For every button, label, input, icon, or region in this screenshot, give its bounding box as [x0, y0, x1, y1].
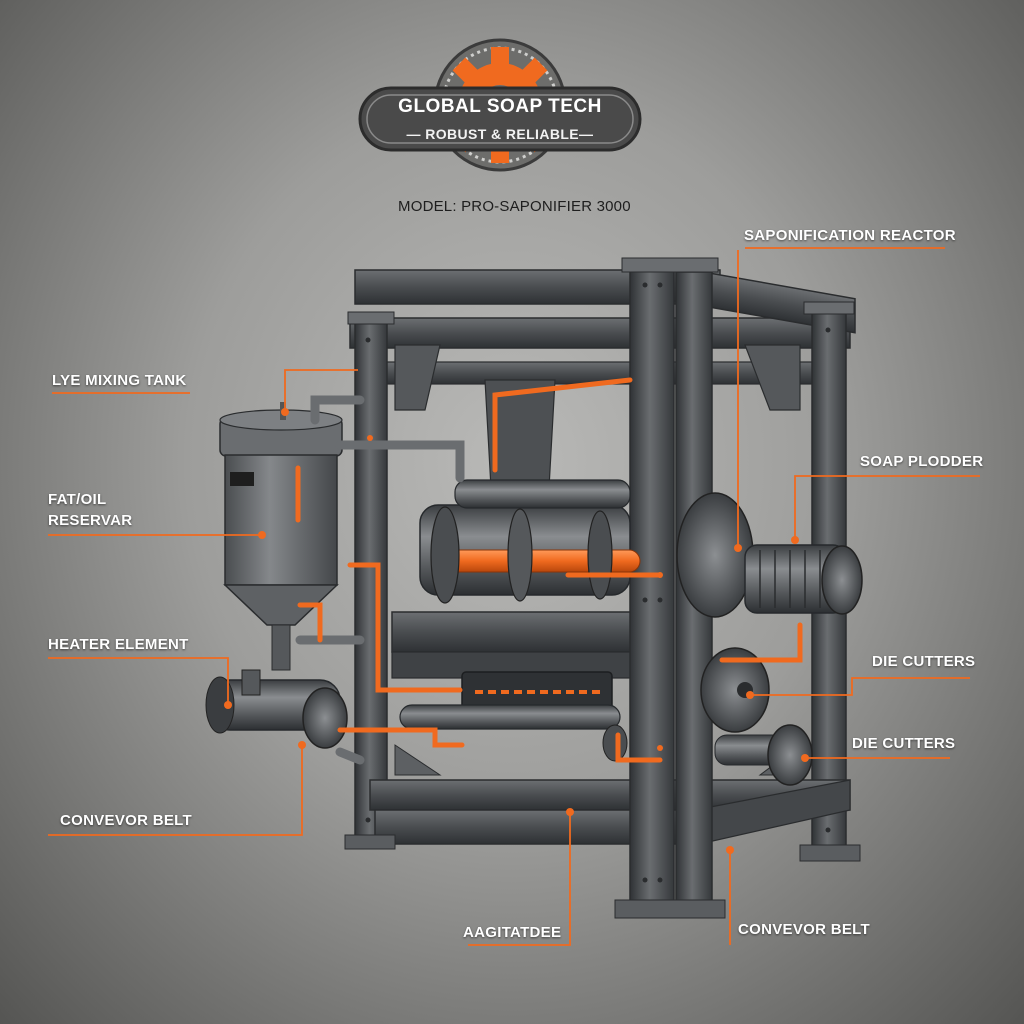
brand-subtitle: — ROBUST & RELIABLE—: [406, 126, 594, 142]
orange-pipes: [295, 377, 803, 763]
leader-dots: [224, 408, 809, 854]
label-saponification-reactor: SAPONIFICATION REACTOR: [744, 227, 956, 244]
model-label: MODEL: PRO-SAPONIFIER 3000: [398, 198, 631, 215]
label-reservar: RESERVAR: [48, 512, 133, 529]
label-lye-mixing-tank: LYE MIXING TANK: [52, 372, 187, 389]
label-soap-plodder: SOAP PLODDER: [860, 453, 984, 470]
grey-pipes: [295, 395, 465, 765]
label-fat-oil: FAT/OIL: [48, 491, 107, 508]
label-convevor-belt-right: CONVEVOR BELT: [738, 921, 870, 938]
cutter-wheel-2: [714, 724, 813, 786]
saponification-reactor: [419, 479, 754, 618]
feed-pump: [205, 669, 348, 749]
label-heater-element: HEATER ELEMENT: [48, 636, 189, 653]
cutter-wheel-1: [700, 647, 770, 733]
label-aagitatdee: AAGITATDEE: [463, 924, 562, 941]
leader-lines: [48, 247, 980, 946]
brand-badge: [358, 38, 642, 172]
plodder-motor: [744, 544, 863, 615]
brand-title: GLOBAL SOAP TECH: [398, 96, 602, 117]
label-convevor-belt-left: CONVEVOR BELT: [60, 812, 192, 829]
lower-roller: [399, 704, 621, 730]
label-die-cutters-2: DIE CUTTERS: [852, 735, 956, 752]
lye-mixing-tank: [219, 402, 343, 671]
label-die-cutters-1: DIE CUTTERS: [872, 653, 976, 670]
